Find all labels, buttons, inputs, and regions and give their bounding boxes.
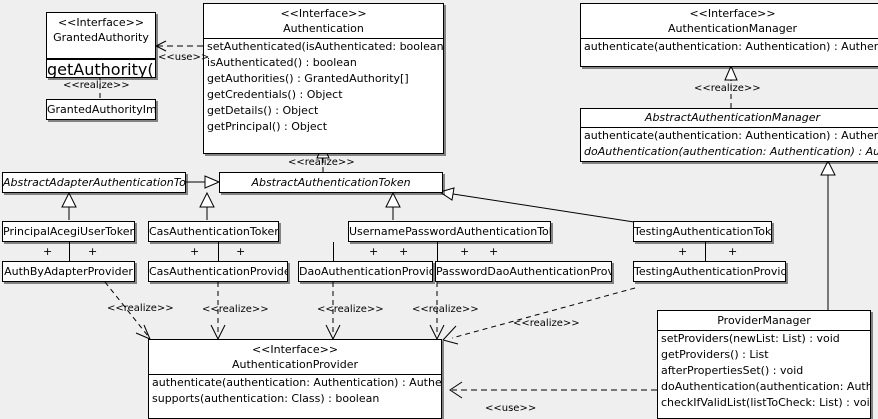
operation-item: getProviders() : List: [661, 348, 769, 361]
class-name-label: PasswordDaoAuthenticationProvider: [436, 265, 611, 278]
stereotype-label: <<Interface>>: [57, 16, 145, 29]
class-box-cas-authentication-token[interactable]: CasAuthenticationToken: [148, 221, 279, 242]
association-line-dao: [333, 242, 334, 261]
edge-label-use-provider-manager-authentication-provider: <<use>>: [485, 403, 537, 414]
association-line-password-dao: [437, 242, 438, 261]
association-multiplicity-plus: +: [43, 245, 53, 258]
class-box-authentication-provider[interactable]: <<Interface>> AuthenticationProvider aut…: [148, 339, 442, 419]
class-box-abstract-adapter-authentication-token[interactable]: AbstractAdapterAuthenticationToken: [2, 172, 186, 193]
class-name-label: PrincipalAcegiUserToken: [3, 225, 135, 238]
edge-label-realize-granted-authority-impl: <<realize>>: [63, 80, 130, 91]
class-name-label: AuthenticationProvider: [231, 358, 359, 371]
class-name-label: AbstractAuthenticationToken: [251, 176, 411, 189]
class-name-label: TestingAuthenticationProvider: [634, 265, 786, 278]
edge-label-use-authentication-granted-authority: <<use>>: [158, 52, 210, 63]
association-multiplicity-plus: +: [236, 245, 246, 258]
class-header-granted-authority: <<Interface>> GrantedAuthority: [47, 13, 155, 47]
class-box-granted-authority[interactable]: <<Interface>> GrantedAuthority: [46, 12, 156, 59]
operation-item: getAuthorities() : GrantedAuthority[]: [207, 72, 409, 85]
class-name-label: AbstractAuthenticationManager: [644, 111, 821, 124]
class-header-provider-manager: ProviderManager: [658, 311, 870, 330]
class-operations-authentication: setAuthenticated(isAuthenticated: boolea…: [204, 38, 443, 135]
class-name-label: Authentication: [283, 22, 364, 35]
class-name-label: TestingAuthenticationToken: [634, 225, 772, 238]
class-box-dao-authentication-provider[interactable]: DaoAuthenticationProvider: [298, 261, 433, 282]
stereotype-label: <<Interface>>: [280, 7, 367, 20]
class-operations-provider-manager: setProviders(newList: List) : void getPr…: [658, 330, 870, 411]
class-name-label: CasAuthenticationToken: [149, 225, 279, 238]
association-multiplicity-plus: +: [678, 245, 688, 258]
class-operations-authentication-provider: authenticate(authentication: Authenticat…: [149, 374, 441, 407]
class-name-label: GrantedAuthorityImpl: [47, 103, 156, 116]
association-multiplicity-plus: +: [399, 245, 409, 258]
class-name-label: UsernamePasswordAuthenticationToken: [349, 225, 551, 238]
operation-item: doAuthentication(authentication: Authent…: [584, 145, 878, 158]
association-line-cas: [218, 242, 219, 261]
class-box-testing-authentication-token[interactable]: TestingAuthenticationToken: [633, 221, 772, 242]
association-line-principal-acegi: [69, 242, 70, 261]
class-operations-authentication-manager: authenticate(authentication: Authenticat…: [581, 38, 878, 55]
operation-item: supports(authentication: Class) : boolea…: [152, 392, 380, 405]
operation-item: getAuthority() : String: [47, 60, 156, 78]
edge-label-realize-abstract-authentication-token: <<realize>>: [288, 157, 355, 168]
edge-label-realize-cas-authentication-provider: <<realize>>: [202, 304, 269, 315]
class-name-label: DaoAuthenticationProvider: [299, 265, 433, 278]
operation-item: doAuthentication(authentication: Authent…: [661, 380, 870, 393]
edge-label-realize-testing-authentication-provider: <<realize>>: [513, 318, 580, 329]
class-operations-abstract-authentication-manager: authenticate(authentication: Authenticat…: [581, 127, 878, 160]
association-multiplicity-plus: +: [369, 245, 379, 258]
operation-item: setProviders(newList: List) : void: [661, 332, 840, 345]
class-box-cas-authentication-provider[interactable]: CasAuthenticationProvider: [148, 261, 288, 282]
operation-item: authenticate(authentication: Authenticat…: [584, 40, 878, 53]
class-box-authentication[interactable]: <<Interface>> Authentication setAuthenti…: [203, 3, 444, 154]
operation-item: getDetails() : Object: [207, 104, 319, 117]
class-box-abstract-authentication-manager[interactable]: AbstractAuthenticationManager authentica…: [580, 108, 878, 162]
association-multiplicity-plus: +: [460, 245, 470, 258]
class-header-abstract-authentication-manager: AbstractAuthenticationManager: [581, 109, 878, 127]
class-name-label: AbstractAdapterAuthenticationToken: [3, 176, 186, 189]
operation-item: setAuthenticated(isAuthenticated: boolea…: [207, 40, 444, 53]
class-box-provider-manager[interactable]: ProviderManager setProviders(newList: Li…: [657, 310, 871, 419]
class-box-testing-authentication-provider[interactable]: TestingAuthenticationProvider: [633, 261, 786, 282]
edge-label-realize-abstract-authentication-manager: <<realize>>: [694, 83, 761, 94]
operation-item: getPrincipal() : Object: [207, 120, 328, 133]
operation-item: authenticate(authentication: Authenticat…: [584, 129, 878, 142]
class-name-label: AuthenticationManager: [668, 22, 797, 35]
operation-item: getCredentials() : Object: [207, 88, 343, 101]
class-box-password-dao-authentication-provider[interactable]: PasswordDaoAuthenticationProvider: [435, 261, 612, 282]
class-header-authentication-manager: <<Interface>> AuthenticationManager: [581, 4, 878, 38]
class-box-username-password-authentication-token[interactable]: UsernamePasswordAuthenticationToken: [348, 221, 551, 242]
association-multiplicity-plus: +: [88, 245, 98, 258]
class-box-principal-acegi-user-token[interactable]: PrincipalAcegiUserToken: [2, 221, 135, 242]
class-name-label: GrantedAuthority: [53, 31, 149, 44]
edge-label-realize-dao-authentication-provider: <<realize>>: [317, 304, 384, 315]
association-multiplicity-plus: +: [728, 245, 738, 258]
stereotype-label: <<Interface>>: [251, 343, 339, 356]
association-multiplicity-plus: +: [190, 245, 200, 258]
class-header-authentication-provider: <<Interface>> AuthenticationProvider: [149, 340, 441, 374]
operation-item: checkIfValidList(listToCheck: List) : vo…: [661, 396, 871, 409]
operation-item: afterPropertiesSet() : void: [661, 364, 804, 377]
edge-label-realize-password-dao-authentication-provider: <<realize>>: [412, 304, 479, 315]
class-box-granted-authority-impl[interactable]: GrantedAuthorityImpl: [46, 99, 156, 120]
class-box-abstract-authentication-token[interactable]: AbstractAuthenticationToken: [219, 172, 443, 193]
class-box-authentication-manager[interactable]: <<Interface>> AuthenticationManager auth…: [580, 3, 878, 67]
association-multiplicity-plus: +: [489, 245, 499, 258]
class-name-label: CasAuthenticationProvider: [149, 265, 288, 278]
operation-item: isAuthenticated() : boolean: [207, 56, 357, 69]
class-name-label: ProviderManager: [717, 314, 811, 327]
class-box-auth-by-adapter-provider[interactable]: AuthByAdapterProvider: [2, 261, 135, 282]
class-name-label: AuthByAdapterProvider: [4, 265, 133, 278]
class-header-authentication: <<Interface>> Authentication: [204, 4, 443, 38]
stereotype-label: <<Interface>>: [689, 7, 776, 20]
association-line-testing: [705, 242, 706, 261]
class-operations-granted-authority: getAuthority() : String: [46, 59, 156, 78]
edge-label-realize-auth-by-adapter-provider: <<realize>>: [107, 303, 174, 314]
operation-item: authenticate(authentication: Authenticat…: [152, 376, 442, 389]
